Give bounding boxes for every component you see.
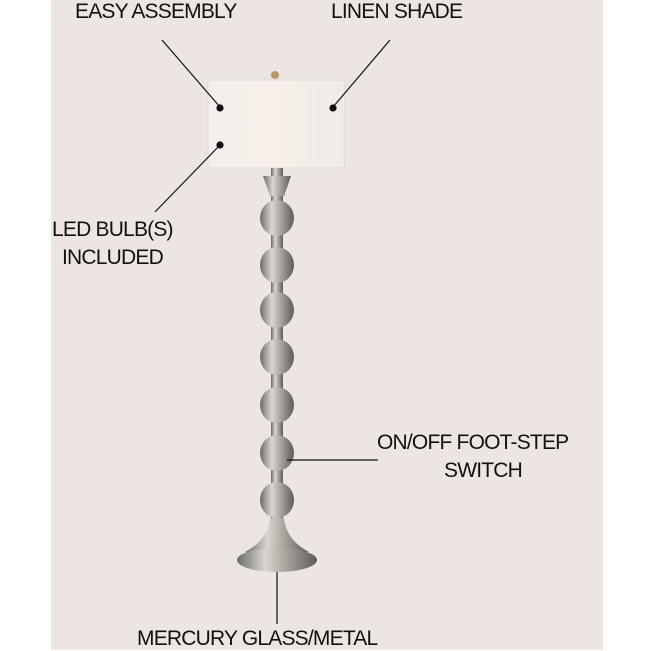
callout-lines (154, 39, 391, 624)
callout-led-included: INCLUDED (62, 246, 164, 269)
callout-switch: SWITCH (444, 459, 523, 482)
callout-linen-shade: LINEN SHADE (331, 0, 463, 23)
callout-easy-assembly: EASY ASSEMBLY (75, 0, 237, 23)
callout-led-bulbs: LED BULB(S) (52, 218, 174, 241)
lamp-shade (207, 79, 346, 169)
callout-material: MERCURY GLASS/METAL (137, 627, 378, 650)
callout-foot-switch: ON/OFF FOOT-STEP (377, 431, 569, 454)
lamp-finial (271, 71, 279, 79)
lamp-body (237, 168, 317, 572)
